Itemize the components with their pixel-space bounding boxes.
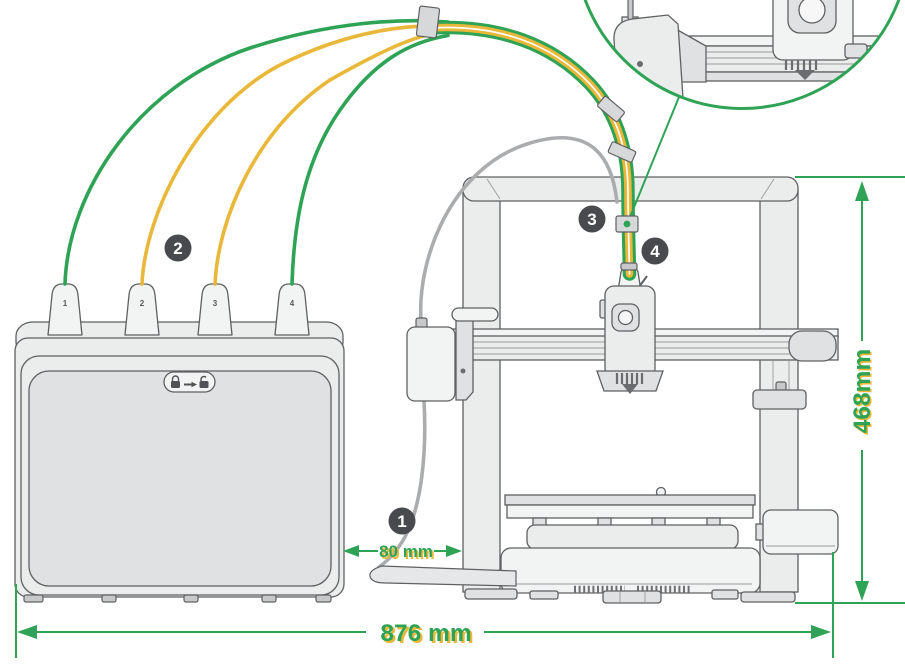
nozzle (622, 384, 638, 394)
tube-clip-top (415, 5, 441, 39)
heatbed (526, 524, 739, 550)
antenna (627, 0, 634, 21)
dimension-width-876mm: 876 mm 876 mm (15, 552, 834, 658)
callouts: 1 2 3 4 (164, 205, 669, 535)
svg-text:468mm: 468mm (851, 350, 878, 434)
rail-right-endcap (788, 330, 837, 362)
callout-1: 1 (388, 507, 416, 535)
inset-motor-block (613, 14, 684, 99)
filament-tube-4 (290, 33, 450, 286)
cable-rest-bar (369, 565, 517, 587)
svg-text:3: 3 (587, 210, 596, 229)
printer (369, 136, 839, 604)
filament-tube-1 (63, 18, 450, 286)
ams-port-3-label: 3 (213, 299, 218, 308)
heatsink-fins (615, 373, 644, 384)
unlock-icon (200, 375, 207, 381)
dimension-height-468mm: 468mm 468mm (795, 176, 905, 604)
rail-left-bracket (455, 308, 474, 401)
printer-feet (464, 588, 796, 604)
ams-port-3 (197, 283, 233, 336)
lock-icon (171, 375, 180, 381)
ams-port-4-label: 4 (290, 299, 295, 308)
tube-clip-upper (597, 95, 625, 123)
ams-feet (23, 594, 332, 603)
svg-text:4: 4 (650, 242, 660, 261)
ams-ports: 1 2 3 4 (47, 283, 310, 336)
ams-port-2 (124, 283, 160, 336)
z-axis-collar (752, 389, 807, 410)
gap-dimension-label: 80 mm (379, 542, 433, 561)
filament-tube-3 (213, 29, 450, 286)
ams-unit: 1 2 3 4 (14, 283, 345, 603)
tube-clip-lower (607, 141, 637, 163)
dimension-gap-80mm: 80 mm 80 mm (343, 542, 462, 563)
ams-port-4 (274, 283, 310, 336)
ams-lock-badge (163, 371, 216, 393)
filament-tube-2 (140, 24, 450, 286)
toolhead (596, 267, 664, 394)
clip-green-dot (623, 220, 631, 228)
callout-3: 3 (578, 205, 606, 233)
ams-port-1-label: 1 (63, 299, 68, 308)
detail-inset (583, 0, 905, 110)
filament-hub-box (406, 326, 456, 402)
inset-leader-line (627, 96, 680, 223)
funnel-connector (620, 262, 638, 271)
toolhead-baseplate (596, 370, 664, 392)
svg-text:876 mm: 876 mm (383, 622, 474, 649)
print-bed (504, 486, 756, 550)
tube-clips (415, 5, 639, 271)
width-dimension-label: 876 mm (380, 620, 471, 647)
touchscreen (762, 509, 839, 555)
height-dimension-label: 468mm (849, 349, 876, 433)
svg-text:1: 1 (397, 512, 406, 531)
svg-text:2: 2 (173, 239, 182, 258)
tube-bundle (423, 20, 637, 281)
ams-front-window (28, 370, 332, 587)
ams-port-2-label: 2 (140, 299, 145, 308)
toolhead-cable (418, 136, 619, 322)
svg-text:80 mm: 80 mm (381, 544, 435, 563)
callout-4: 4 (641, 237, 669, 265)
toolhead-body (604, 285, 656, 379)
inset-ring (583, 0, 901, 110)
printer-base (500, 547, 761, 594)
ams-port-1 (47, 283, 83, 336)
filament-tubes (63, 18, 637, 286)
callout-2: 2 (164, 234, 192, 262)
build-plate (504, 494, 756, 506)
